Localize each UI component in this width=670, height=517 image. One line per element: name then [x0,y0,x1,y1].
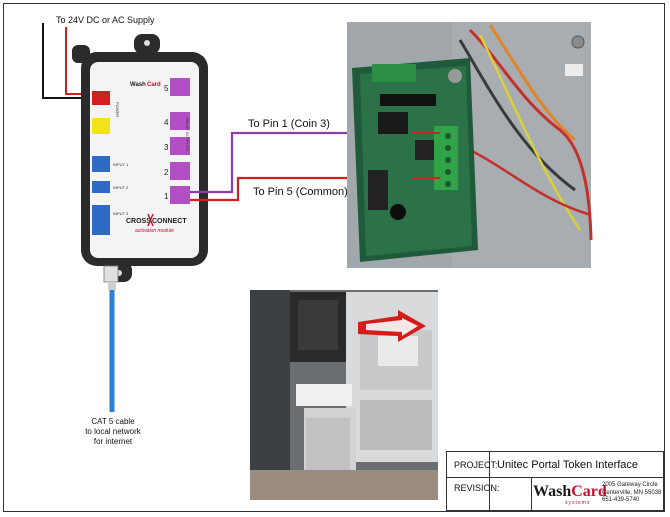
relay-number-2: 2 [164,168,169,177]
power-label: POWER [115,102,120,117]
project-value: Unitec Portal Token Interface [497,459,639,471]
address-line-2: Centerville, MN 55038 [602,489,662,496]
revision-label: REVISION: [454,483,500,493]
relay-connector-3 [170,137,190,155]
title-block: PROJECT: Unitec Portal Token Interface R… [446,451,664,511]
cat5-label-line-2: to local network [85,427,141,436]
diagram-frame [3,3,665,512]
relay-number-5: 5 [164,84,169,93]
relay-connector-5 [170,78,190,96]
company-address: 2005 Gateway Circle Centerville, MN 5503… [602,482,661,505]
cat5-label-line-1: CAT 5 cable [91,417,135,426]
relay-wires [190,131,412,202]
module-brand-card: Card [147,82,161,88]
relay-number-3: 3 [164,143,169,152]
title-block-divider-2 [531,477,532,510]
cat5-label: CAT 5 cable to local network for interne… [73,417,153,447]
pin1-label: To Pin 1 (Coin 3) [248,118,330,130]
power-connector [92,91,110,105]
ethernet-port [103,265,119,283]
project-label: PROJECT: [454,460,498,470]
module-brand-wash: Wash [130,82,146,88]
address-line-3: 651-439-5740 [602,497,640,503]
title-block-project-row [447,452,663,478]
crossconnect-logo-connect: CONNECT [152,218,187,225]
input-connector-2 [92,181,110,193]
logo-sub: systems [565,500,591,506]
title-block-divider [489,452,490,510]
crossconnect-logo-cross: CROSS [126,218,151,225]
wire-pin1-purple [190,131,412,194]
input-label-2: INPUT 2 [113,185,129,190]
circuit-board-photo [347,22,593,268]
machine-photo [250,290,438,500]
wire-pin5-red [190,176,412,202]
address-line-1: 2005 Gateway Circle [602,482,658,488]
relay-connector-1 [170,186,190,204]
supply-label: To 24V DC or AC Supply [56,15,155,25]
network-connector [92,118,110,134]
input-label-1: INPUT 1 [113,162,129,167]
input-label-3: INPUT 3 [113,211,129,216]
relay-connector-2 [170,162,190,180]
logo-wash: Wash [533,483,572,500]
cat5-cable [108,282,116,412]
pin5-label: To Pin 5 (Common) [253,186,348,198]
module-subtitle: activation module [135,228,174,234]
activation-module: POWER RELAY OUTPUTS 5 4 3 2 1 INPUT 1 IN… [72,34,208,283]
relay-connector-4 [170,112,190,130]
input-connector-3 [92,205,110,235]
logo-card: Card [571,483,607,500]
washcard-logo: WashCard [533,483,607,501]
relay-number-4: 4 [164,118,169,127]
relay-number-1: 1 [164,192,169,201]
input-connector-1 [92,156,110,172]
relay-outputs-label: RELAY OUTPUTS [185,118,190,151]
cat5-label-line-3: for internet [93,437,133,446]
